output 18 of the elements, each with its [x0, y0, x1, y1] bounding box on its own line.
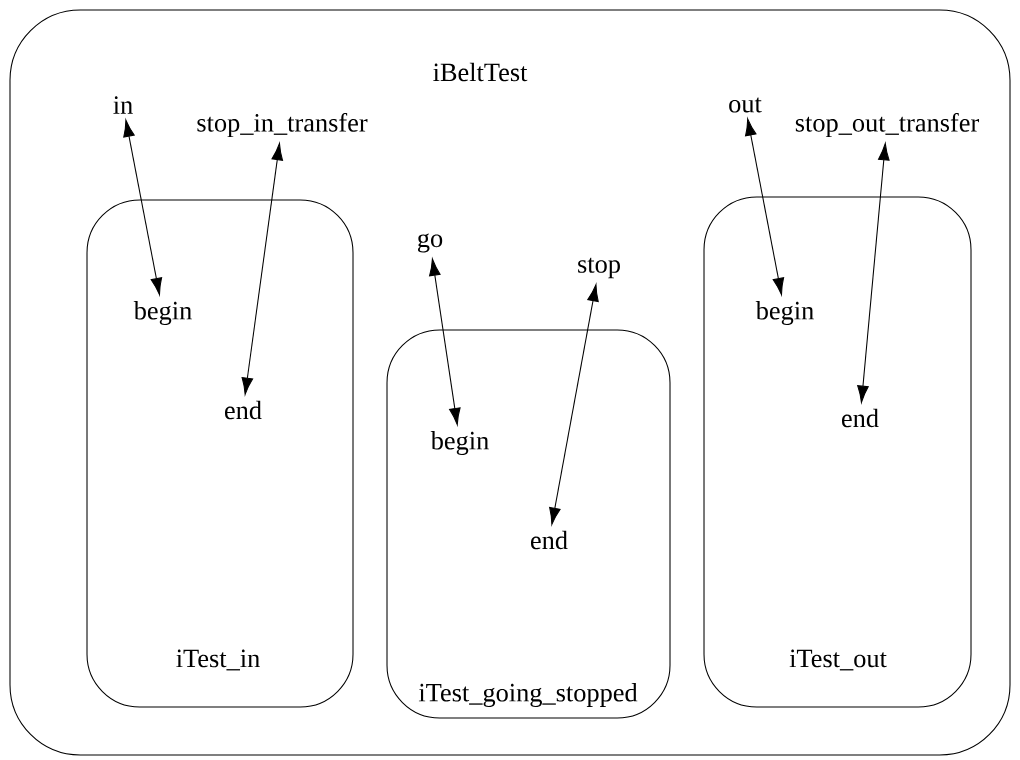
port-label: end — [225, 400, 262, 420]
arrow — [549, 284, 599, 525]
port-label: end — [531, 530, 568, 550]
port-label: stop — [578, 257, 620, 279]
port-label: begin — [430, 431, 489, 455]
port-label: out — [729, 97, 762, 113]
port-label: begin — [133, 301, 192, 325]
port-label: go — [417, 233, 443, 253]
port-label: stop_in_transfer — [197, 112, 368, 138]
arrow — [745, 118, 785, 296]
arrow — [241, 142, 284, 395]
arrow — [429, 258, 461, 426]
port-label: end — [842, 408, 879, 428]
arrow — [123, 119, 163, 296]
port-label: begin — [755, 301, 814, 325]
arrow — [857, 142, 890, 403]
port-label: stop_out_transfer — [795, 112, 979, 138]
port-label: in — [113, 96, 133, 114]
